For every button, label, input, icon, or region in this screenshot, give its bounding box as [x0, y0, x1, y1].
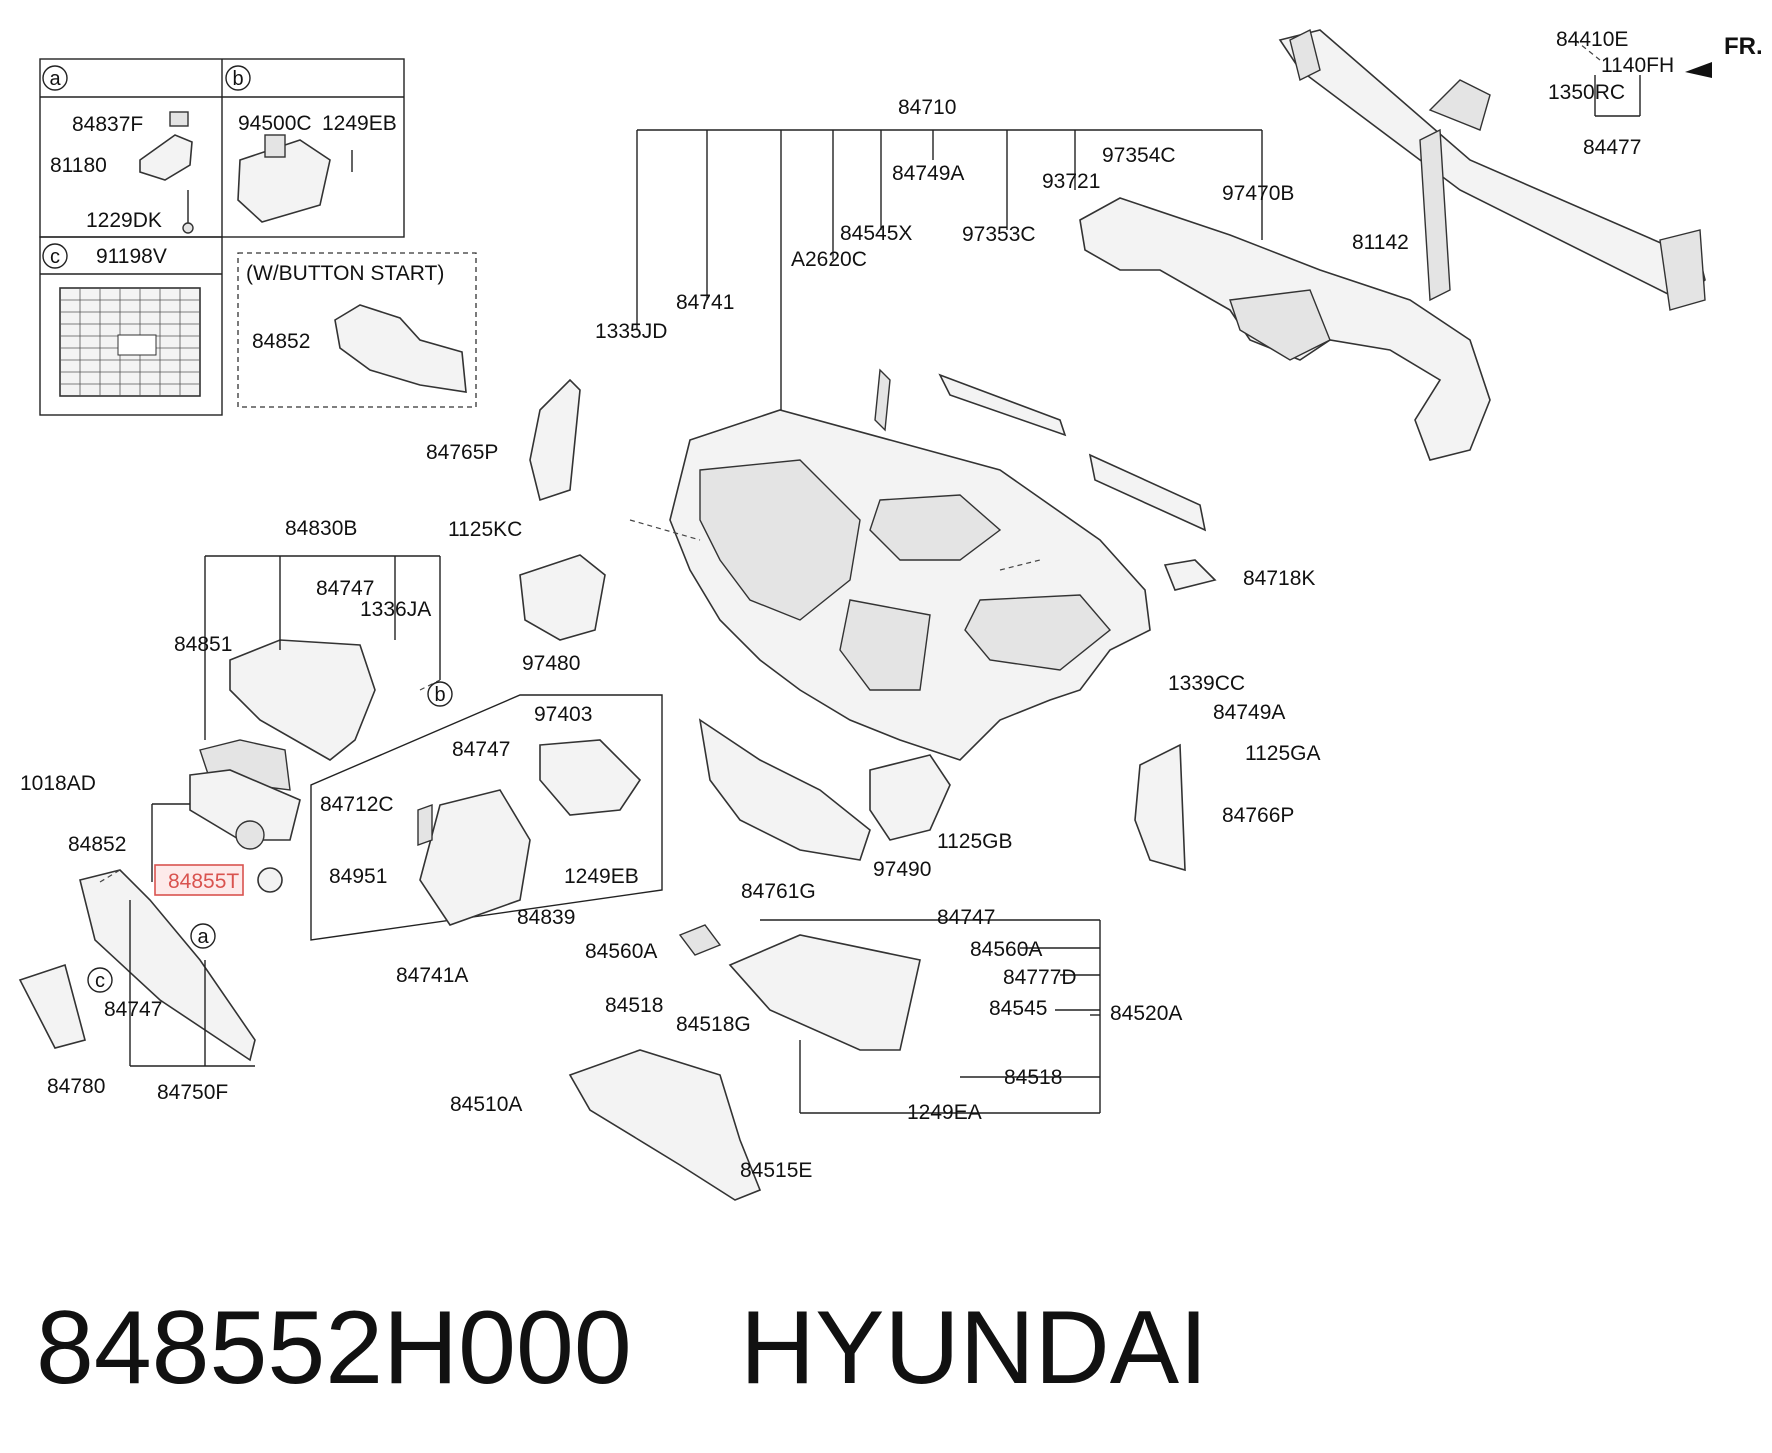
callout-a-ref-letter: a [197, 926, 209, 948]
label-1339CC: 1339CC [1168, 672, 1245, 695]
label-91198V: 91198V [96, 245, 167, 268]
label-1125GA: 1125GA [1245, 742, 1321, 765]
defroster-duct-drawing [1079, 197, 1491, 461]
center-vent-drawing [539, 739, 642, 816]
label-84747-b: 84747 [104, 998, 162, 1021]
label-1249EB: 1249EB [564, 865, 639, 888]
label-84410E: 84410E [1556, 28, 1628, 51]
part-labels: 84837F 81180 1229DK 94500C 1249EB 91198V… [20, 28, 1763, 1182]
label-93721: 93721 [1042, 170, 1100, 193]
label-81180: 81180 [50, 154, 107, 177]
label-84518G: 84518G [676, 1013, 751, 1036]
label-84545: 84545 [989, 997, 1047, 1020]
forward-arrow-icon [1685, 62, 1712, 78]
label-84851: 84851 [174, 633, 232, 656]
label-1125GB: 1125GB [937, 830, 1013, 853]
inset-boxes: a b c [39, 58, 477, 416]
label-1335JD: 1335JD [595, 320, 667, 343]
label-1336JA: 1336JA [360, 598, 431, 621]
label-84837F: 84837F [72, 113, 143, 136]
label-97403: 97403 [534, 703, 592, 726]
label-1125KC: 1125KC [448, 518, 522, 541]
label-1140FH: 1140FH [1601, 54, 1674, 77]
callout-c-ref [87, 967, 113, 993]
fr-label: FR. [1724, 33, 1763, 60]
label-1350RC: 1350RC [1548, 81, 1625, 104]
label-84766P: 84766P [1222, 804, 1294, 827]
bracket-81180-drawing [139, 134, 193, 181]
callout-c-ref-letter: c [95, 970, 105, 992]
label-84852: 84852 [68, 833, 126, 856]
label-84855T: 84855T [168, 870, 239, 893]
cover-84852-inset-drawing [334, 304, 467, 393]
label-94500C: 94500C [238, 112, 312, 135]
label-84518-left: 84518 [605, 994, 663, 1017]
label-97353C: 97353C [962, 223, 1036, 246]
callout-a-ref [190, 923, 216, 949]
callout-b-ref [427, 681, 453, 707]
label-84830B: 84830B [285, 517, 357, 540]
label-84750F: 84750F [157, 1081, 228, 1104]
label-84852-inset: 84852 [252, 330, 310, 353]
label-97354C: 97354C [1102, 144, 1176, 167]
callout-c [42, 243, 68, 269]
label-84747-a: 84747 [316, 577, 374, 600]
crash-pad-drawing [669, 409, 1151, 761]
label-84741: 84741 [676, 291, 734, 314]
label-84515E: 84515E [740, 1159, 812, 1182]
callout-c-letter: c [50, 246, 60, 268]
callout-a-letter: a [49, 68, 61, 90]
label-1229DK: 1229DK [86, 209, 162, 232]
label-84712C: 84712C [320, 793, 394, 816]
callout-b-ref-letter: b [434, 684, 445, 706]
glove-box-drawing [568, 924, 921, 1201]
label-A2620C: A2620C [791, 248, 867, 271]
label-84839: 84839 [517, 906, 575, 929]
label-97470B: 97470B [1222, 182, 1294, 205]
highlight-box-84855T [154, 864, 244, 896]
label-84747-c: 84747 [452, 738, 510, 761]
label-84520A: 84520A [1110, 1002, 1182, 1025]
label-84777D: 84777D [1003, 966, 1077, 989]
label-84710: 84710 [898, 96, 956, 119]
label-84951: 84951 [329, 865, 387, 888]
switch-94500c-drawing [237, 139, 331, 223]
center-fascia-drawing [419, 789, 531, 926]
label-84545X: 84545X [840, 222, 912, 245]
label-84518-right: 84518 [1004, 1066, 1062, 1089]
label-84477: 84477 [1583, 136, 1641, 159]
label-1249EA: 1249EA [907, 1101, 982, 1124]
part-number-caption: 848552H000 [36, 1290, 632, 1406]
label-84560A-right: 84560A [970, 938, 1042, 961]
leader-lines [99, 39, 1641, 1114]
callout-a [42, 65, 68, 91]
label-84718K: 84718K [1243, 567, 1315, 590]
callout-b-letter: b [232, 68, 243, 90]
label-84560A-left: 84560A [585, 940, 657, 963]
center-fascia-group [310, 694, 663, 941]
cowl-cross-bar-drawing [1278, 28, 1706, 311]
cluster-fascia-drawing [18, 639, 376, 1062]
label-97480: 97480 [522, 652, 580, 675]
brand-caption: HYUNDAI [740, 1290, 1208, 1406]
callout-b [225, 65, 251, 91]
label-97490: 97490 [873, 858, 931, 881]
inset-note-button-start: (W/BUTTON START) [246, 262, 444, 285]
label-84780: 84780 [47, 1075, 105, 1098]
label-84765P: 84765P [426, 441, 498, 464]
label-84747-d: 84747 [937, 906, 995, 929]
label-81142: 81142 [1352, 231, 1409, 254]
label-84510A: 84510A [450, 1093, 522, 1116]
dash-side-parts-drawing [519, 368, 1217, 872]
label-84749A: 84749A [1213, 701, 1285, 724]
label-84761G: 84761G [741, 880, 816, 903]
label-1018AD: 1018AD [20, 772, 96, 795]
label-84749A-top: 84749A [892, 162, 964, 185]
label-1249EB-b: 1249EB [322, 112, 397, 135]
label-84741A: 84741A [396, 964, 468, 987]
